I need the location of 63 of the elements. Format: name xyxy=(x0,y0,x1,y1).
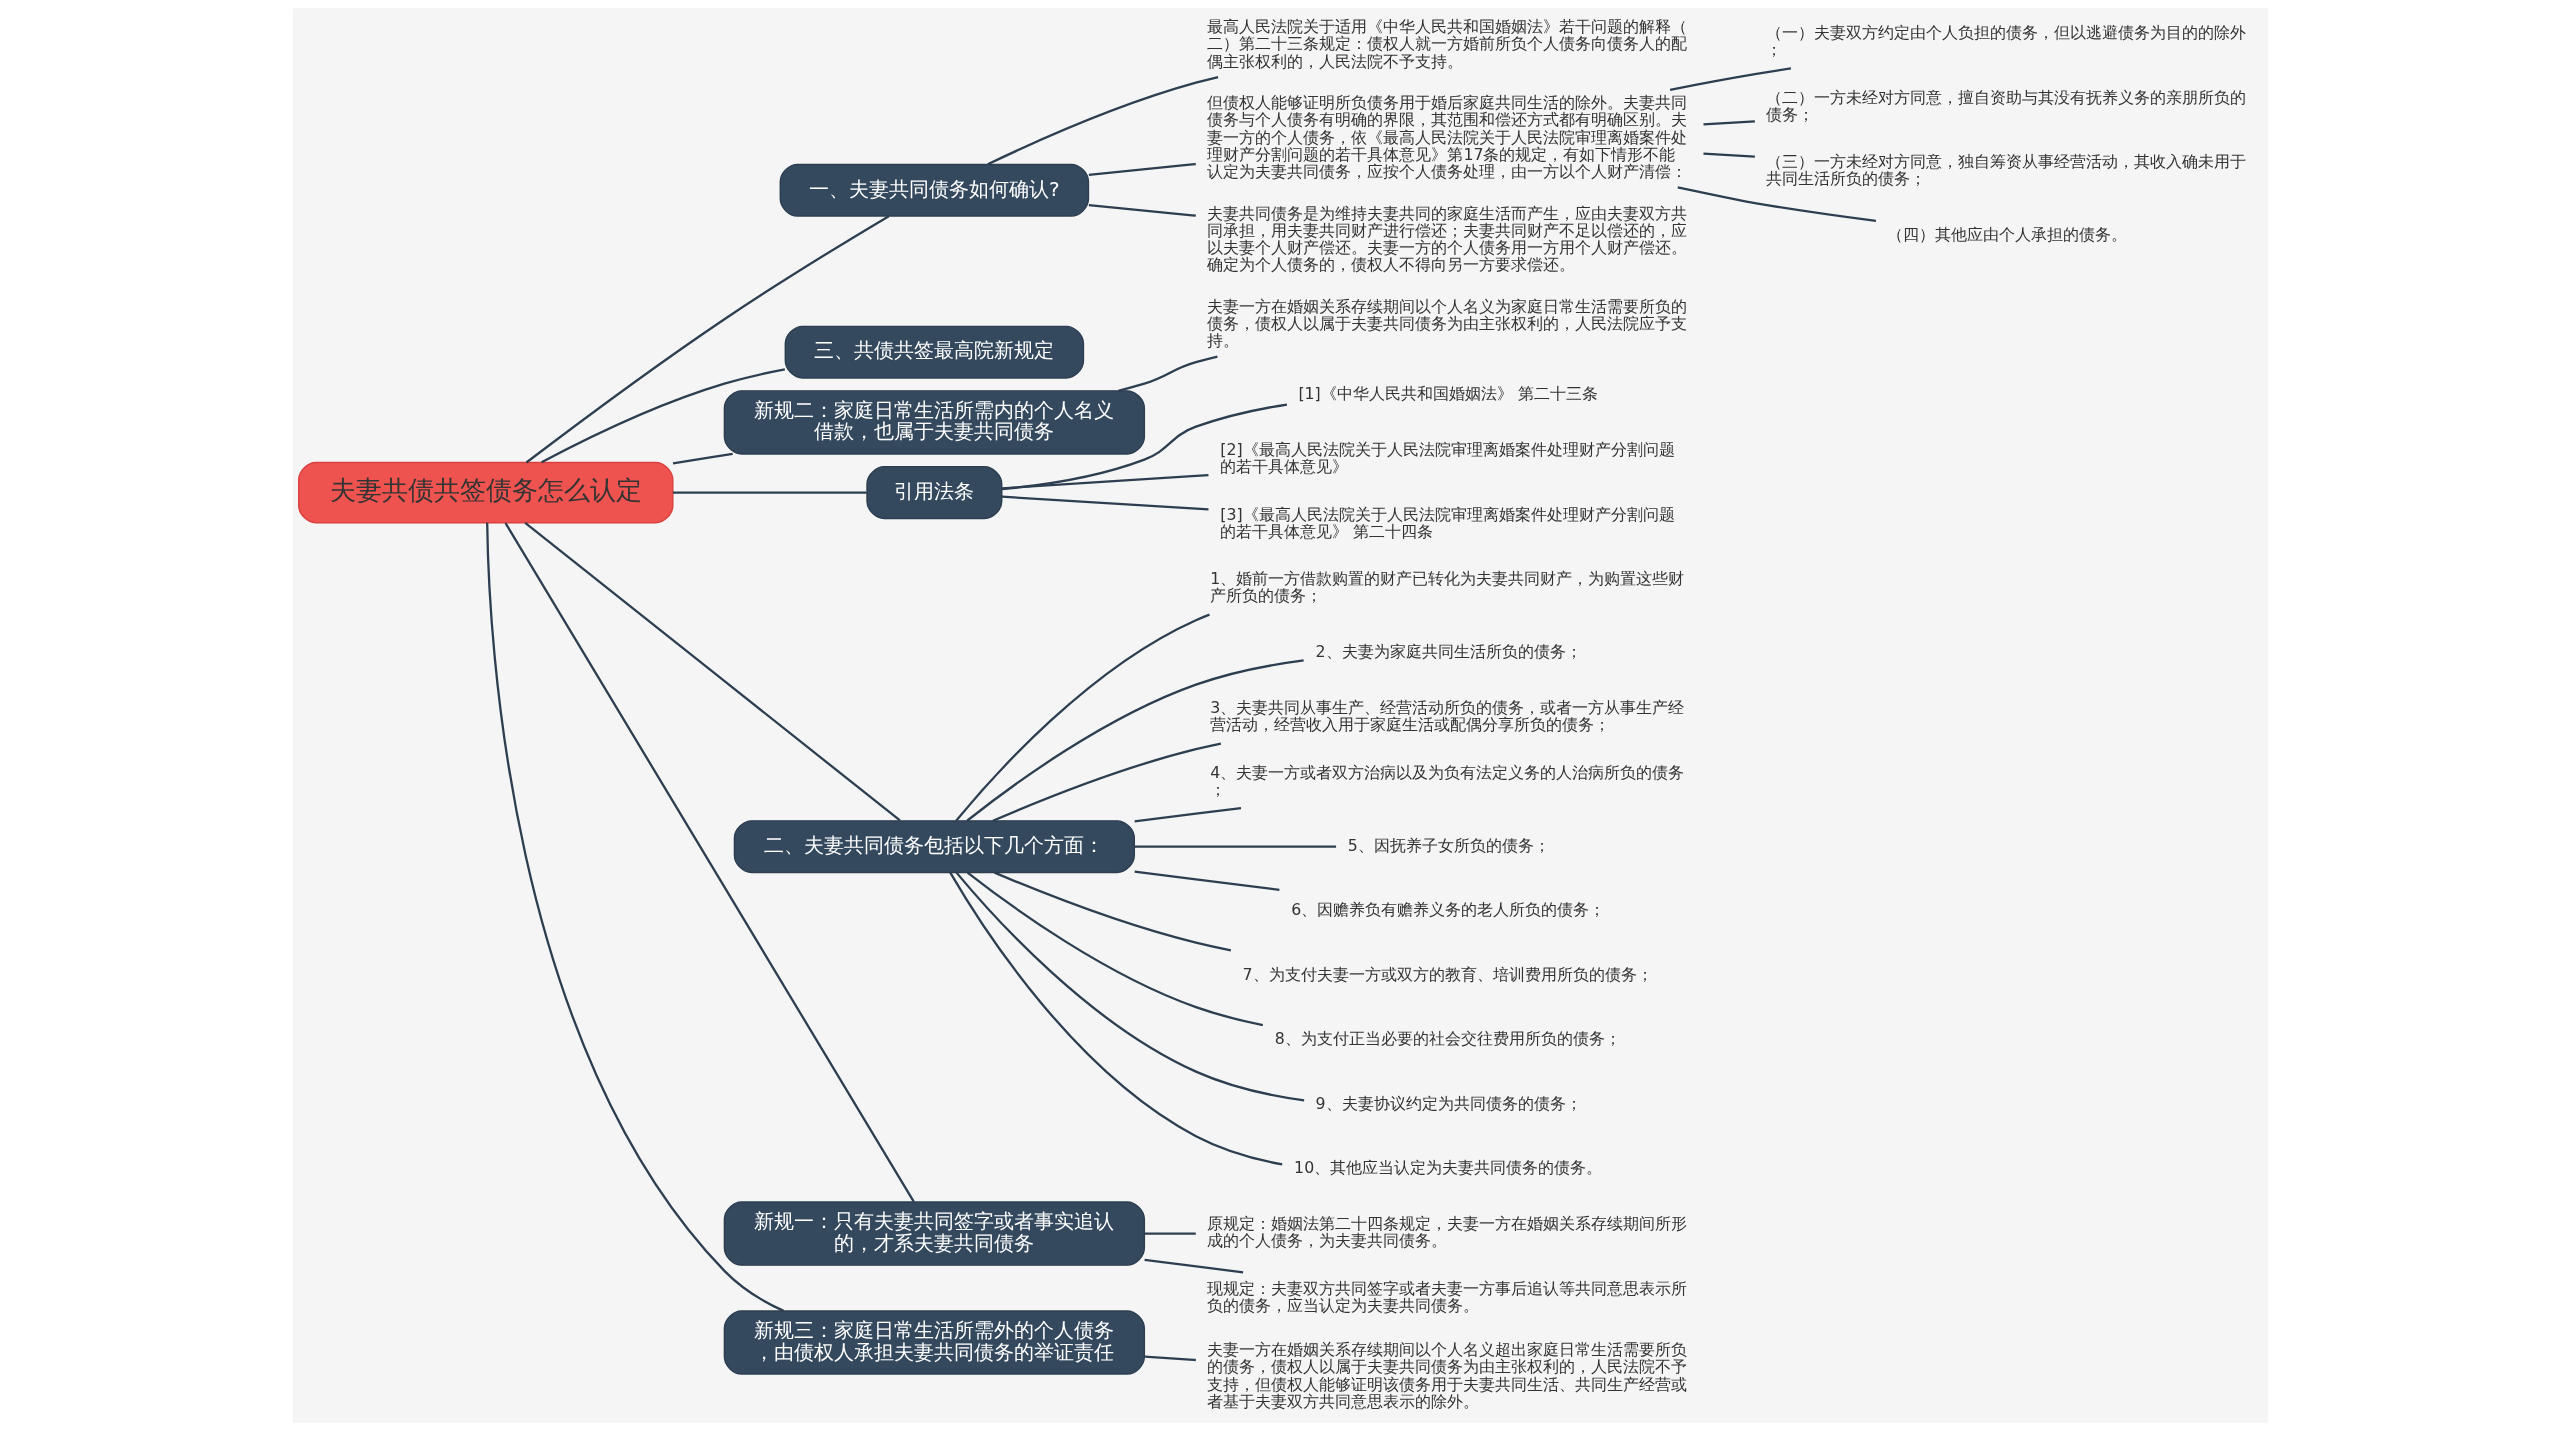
node-box: 新规三：家庭日常生活所需外的个人债务，由债权人承担夫妻共同债务的举证责任 xyxy=(723,1310,1145,1375)
node-box: 夫妻共债共签债务怎么认定 xyxy=(297,461,674,524)
connector xyxy=(1134,870,1280,892)
node-text: （一）夫妻双方约定由个人负担的债务，但以逃避债务为目的的除外； xyxy=(1765,23,2246,60)
node-box: 一、夫妻共同债务如何确认? xyxy=(779,163,1089,217)
node-text: 5、因抚养子女所负的债务； xyxy=(1347,835,1550,855)
connector xyxy=(948,872,1282,1166)
connector xyxy=(485,522,784,1312)
node-box: 三、共债共签最高院新规定 xyxy=(784,325,1084,379)
connector xyxy=(986,75,1218,166)
connector xyxy=(1677,186,1876,223)
node-text: [2]《最高人民法院关于人民法院审理离婚案件处理财产分割问题的若干具体意见》 xyxy=(1219,440,1675,477)
connector xyxy=(1144,1355,1196,1362)
connector xyxy=(1001,495,1209,511)
connector xyxy=(1117,355,1218,392)
node-text: 3、夫妻共同从事生产、经营活动所负的债务，或者一方从事生产经营活动，经营收入用于家庭生活或配偶分享所负的债务； xyxy=(1209,698,1684,735)
node-text: 2、夫妻为家庭共同生活所负的债务； xyxy=(1315,642,1582,662)
node-text: （二）一方未经对方同意，擅自资助与其没有抚养义务的亲朋所负的债务； xyxy=(1765,87,2246,124)
node-text: 10、其他应当认定为夫妻共同债务的债务。 xyxy=(1293,1158,1602,1178)
connector xyxy=(525,215,889,464)
node-text: 4、夫妻一方或者双方治病以及为负有法定义务的人治病所负的债务； xyxy=(1209,762,1684,799)
connector xyxy=(672,452,733,465)
node-text: 原规定：婚姻法第二十四条规定，夫妻一方在婚姻关系存续期间所形成的个人债务，为夫妻共同债务。 xyxy=(1206,1214,1687,1251)
connector xyxy=(1702,152,1755,158)
node-box: 二、夫妻共同债务包括以下几个方面： xyxy=(733,820,1135,874)
connector xyxy=(1134,806,1241,823)
node-text: 最高人民法院关于适用《中华人民共和国婚姻法》若干问题的解释（二）第二十三条规定：债权人就一方婚前所负个人债务向债务人的配偶主张权利的，人民法院不予支持。 xyxy=(1206,17,1687,71)
node-text: 现规定：夫妻双方共同签字或者夫妻一方事后追认等共同意思表示所负的债务，应当认定为夫妻共同债务。 xyxy=(1206,1278,1687,1315)
connector xyxy=(954,613,1210,822)
connector xyxy=(1143,1258,1243,1274)
node-text: 夫妻一方在婚姻关系存续期间以个人名义为家庭日常生活需要所负的债务，债权人以属于夫妻共同债务为由主张权利的，人民法院应予支持。 xyxy=(1206,296,1687,351)
node-text: [1]《中华人民共和国婚姻法》 第二十三条 xyxy=(1297,384,1598,404)
node-box: 新规二：家庭日常生活所需内的个人名义借款，也属于夫妻共同债务 xyxy=(723,390,1145,455)
connector xyxy=(1088,162,1196,176)
node-text: 夫妻一方在婚姻关系存续期间以个人名义超出家庭日常生活需要所负的债务，债权人以属于夫妻共同债务为由主张权利的，人民法院不予支持，但债权人能够证明该债务用于夫妻共同生活、共同生产经营或者基于夫妻双方共同意思表示的除外。 xyxy=(1206,1340,1687,1411)
connector xyxy=(993,871,1231,952)
connector xyxy=(1088,204,1196,217)
connector xyxy=(1001,473,1209,490)
connector xyxy=(1669,67,1791,91)
node-text: 6、因赡养负有赡养义务的老人所负的债务； xyxy=(1290,900,1605,920)
node-text: 7、为支付夫妻一方或双方的教育、培训费用所负的债务； xyxy=(1242,964,1653,984)
node-box: 引用法条 xyxy=(865,466,1002,520)
connector xyxy=(540,368,785,464)
node-text: （三）一方未经对方同意，独自筹资从事经营活动，其收入确未用于共同生活所负的债务； xyxy=(1765,152,2246,189)
connector xyxy=(992,742,1221,822)
connector xyxy=(965,659,1304,822)
node-text: 9、夫妻协议约定为共同债务的债务； xyxy=(1315,1093,1582,1113)
connector xyxy=(955,871,1304,1102)
connector xyxy=(524,521,901,822)
node-text: 1、婚前一方借款购置的财产已转化为夫妻共同财产，为购置这些财产所负的债务； xyxy=(1209,569,1684,606)
node-text: 但债权人能够证明所负债务用于婚后家庭共同生活的除外。夫妻共同债务与个人债务有明确的界限，其范围和偿还方式都有明确区别。夫妻一方的个人债务，依《最高人民法院关于人民法院审理离婚案件处理财产分割问题的若干具体意见》第17条的规定，有如下情形不能认定为夫妻共同债务，应按个人债务处理，由一方以个人财产清偿： xyxy=(1206,93,1687,182)
connector xyxy=(504,522,915,1203)
connector xyxy=(1001,403,1287,491)
node-text: （四）其他应由个人承担的债务。 xyxy=(1886,225,2127,245)
connector xyxy=(1702,120,1755,126)
connector xyxy=(966,871,1263,1027)
node-text: 8、为支付正当必要的社会交往费用所负的债务； xyxy=(1274,1029,1621,1049)
connector xyxy=(1144,1232,1196,1235)
connector xyxy=(672,491,867,494)
node-box: 新规一：只有夫妻共同签字或者事实追认的，才系夫妻共同债务 xyxy=(723,1201,1145,1266)
connector xyxy=(1134,845,1336,848)
node-text: [3]《最高人民法院关于人民法院审理离婚案件处理财产分割问题的若干具体意见》 第二十四条 xyxy=(1219,504,1675,541)
node-text: 夫妻共同债务是为维持夫妻共同的家庭生活而产生，应由夫妻双方共同承担，用夫妻共同财产进行偿还；夫妻共同财产不足以偿还的，应以夫妻个人财产偿还。夫妻一方的个人债务用一方用个人财产偿还。确定为个人债务的，债权人不得向另一方要求偿还。 xyxy=(1206,203,1687,275)
